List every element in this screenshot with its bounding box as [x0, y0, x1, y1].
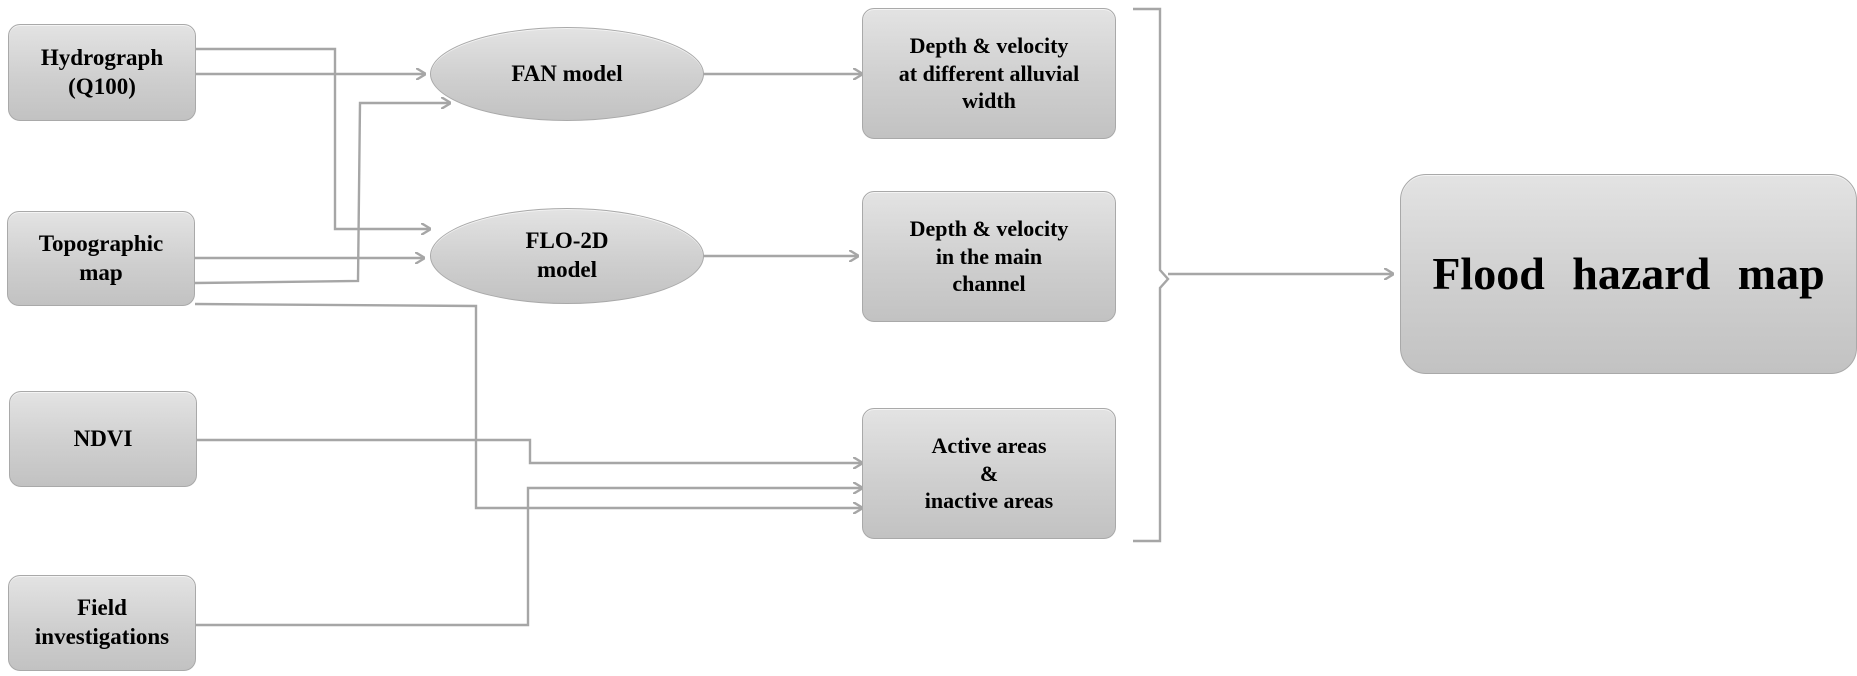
fan-result-node: Depth & velocity at different alluvial w…: [862, 8, 1116, 139]
active-areas-line3: inactive areas: [924, 488, 1054, 514]
flo2d-result-line2: in the main: [935, 243, 1043, 269]
flo2d-result-line1: Depth & velocity: [909, 216, 1069, 242]
ndvi-node: NDVI: [9, 391, 197, 487]
flo2d-model-label: FLO-2D: [525, 228, 609, 254]
flood-hazard-map-label: Flood hazard map: [1432, 248, 1825, 300]
field-investigations-node: Field investigations: [8, 575, 196, 671]
connector-field-to-active-areas: [195, 488, 862, 627]
connector-ndvi-to-active-areas: [197, 438, 862, 463]
fan-result-line1: Depth & velocity: [909, 33, 1069, 59]
flo2d-result-node: Depth & velocity in the main channel: [862, 191, 1116, 322]
active-areas-node: Active areas & inactive areas: [862, 408, 1116, 539]
fan-model-label: FAN model: [511, 60, 623, 86]
grouping-brace: [1133, 7, 1170, 543]
flo2d-model-sublabel: model: [536, 257, 598, 282]
connector-topographic-to-fan: [194, 103, 450, 285]
hydrograph-node: Hydrograph (Q100): [8, 24, 196, 121]
fan-model-node: FAN model: [430, 27, 704, 121]
fan-result-line3: width: [962, 88, 1016, 114]
topographic-map-label: Topographic: [38, 230, 164, 256]
topographic-map-sublabel: map: [79, 259, 123, 285]
field-investigations-label: Field: [77, 595, 127, 621]
flo2d-model-node: FLO-2D model: [430, 208, 704, 304]
field-investigations-sublabel: investigations: [34, 624, 170, 649]
hydrograph-label: Hydrograph: [40, 44, 164, 70]
active-areas-line1: Active areas: [931, 433, 1047, 459]
topographic-map-node: Topographic map: [7, 211, 195, 306]
flood-hazard-map-node: Flood hazard map: [1400, 174, 1857, 374]
connector-topographic-to-active-areas: [194, 302, 862, 508]
hydrograph-sublabel: (Q100): [68, 73, 136, 99]
ndvi-label: NDVI: [73, 425, 133, 451]
active-areas-line2: &: [979, 460, 999, 486]
fan-result-line2: at different alluvial: [898, 60, 1080, 86]
flo2d-result-line3: channel: [952, 271, 1026, 297]
connector-hydrograph-to-flo2d: [195, 47, 430, 229]
